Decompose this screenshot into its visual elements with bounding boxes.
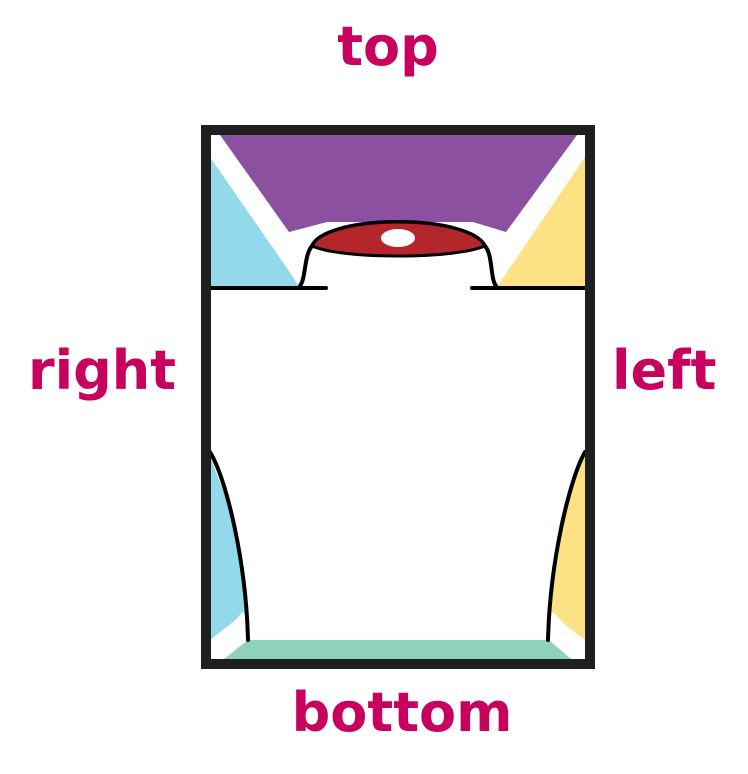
corner-gaps <box>206 137 590 658</box>
left-label: left <box>612 339 717 402</box>
outer-frame <box>201 125 595 669</box>
right-label: right <box>28 339 177 402</box>
bottom-label: bottom <box>291 681 513 744</box>
right-region-lower <box>210 452 246 640</box>
center-region-sides <box>208 450 587 642</box>
left-region-lower <box>549 452 585 640</box>
top-label: top <box>337 15 439 78</box>
top-region <box>220 135 577 232</box>
left-region-upper <box>497 157 585 287</box>
bottom-region <box>224 640 571 659</box>
right-region-upper <box>210 157 300 287</box>
oval-highlight <box>381 229 415 247</box>
